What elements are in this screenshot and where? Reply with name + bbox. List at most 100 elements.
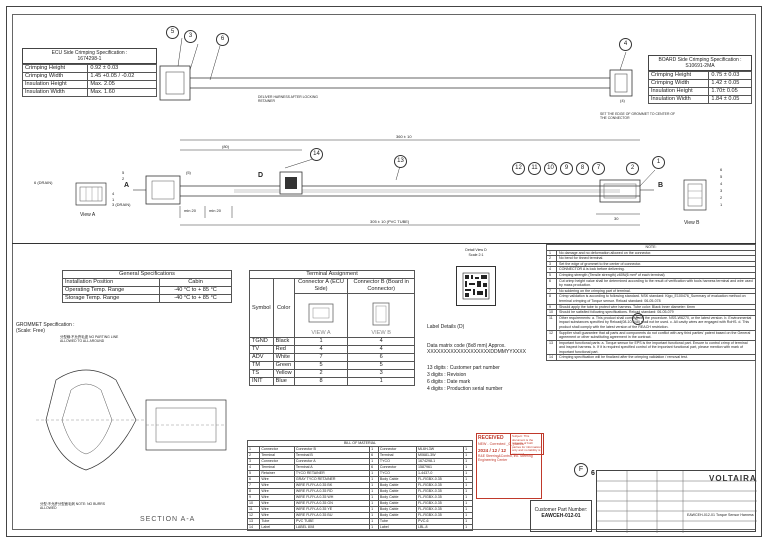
balloon-8: 8 [576,162,589,175]
detail-title: Detail View D [465,248,487,252]
ecu-crimp-spec: ECU Side Crimping Specification : 167429… [21,48,157,97]
pin-label: 1 [112,196,115,202]
dim-5: (5) [186,170,191,175]
terminal-cell: Green [272,361,295,370]
ecu-spec-part: 1674298-1 [77,56,102,62]
terminal-header: Color [272,278,295,338]
connector-a-view-label: VIEW A [311,330,331,336]
received-label: RECEIVED [478,435,504,441]
rev-circle-notes: F [632,313,644,325]
terminal-cell: 2 [293,369,349,378]
bom-cell: 1 [369,524,379,531]
balloon-11: 11 [528,162,541,175]
view-b-pins: 6 5 4 3 2 1 [720,166,722,208]
legend-line: 4 digits : Production serial number [427,386,503,392]
general-spec-label: Installation Position [61,278,161,287]
connector-b-icon [372,302,390,326]
board-spec-value: 1.84 ± 0.05 [708,95,752,104]
note-text: Cut crimp height value shall be determin… [556,277,756,289]
approval-stamp: Subject: This document is the property o… [510,433,544,456]
pin-label: 6 [720,167,723,172]
pin-label: 5 [122,170,125,175]
datamatrix-legend: 13 digits : Customer part number 3 digit… [427,365,503,393]
connector-a-icon [308,303,334,323]
balloon-7: 7 [592,162,605,175]
connector-a-view: VIEW A [293,293,349,338]
view-a-pins-lower: 4 1 3 (DRAIN) [112,191,130,208]
title-block-grid [597,471,757,533]
general-spec-value: Cabin [159,278,232,287]
pin-label: 3 (DRAIN) [112,202,131,207]
detail-scale: Scale 2:1 [468,252,484,257]
balloon-9: 9 [560,162,573,175]
pin-label: 4 [112,191,115,196]
bom-cell: LABEL 8X8 [293,524,371,531]
terminal-header: Connector A (ECU Side) [293,278,349,294]
bom-cell: Label [259,524,295,531]
dim-4: (4) [620,98,625,103]
datamatrix-code-icon [462,272,490,300]
bom-cell: 1 [463,524,473,531]
terminal-assignment: Terminal Assignment Symbol Color Connect… [249,270,415,386]
terminal-cell: Red [272,345,295,354]
terminal-cell: 7 [293,353,349,362]
rev-circle-f: F [574,463,588,477]
note-text: Crimp validation is according to followi… [556,293,756,305]
terminal-cell: 4 [293,345,349,354]
board-spec-title: BOARD Side Crimping Specification : [658,57,742,63]
arrow-b-label: B [658,182,664,189]
grommet-spec-heading: GROMMET Specification : (Scale: Free) [16,322,75,334]
datamatrix-label [456,266,496,306]
terminal-cell: TS [249,369,274,378]
legend-line: 13 digits : Customer part number [427,365,500,371]
customer-part-label: Customer Part Number: [534,507,588,513]
pin-label: 2 [122,175,125,181]
note-text: Crimping specification will be finalized… [556,354,756,362]
terminal-cell: 8 [293,377,349,386]
balloon-3: 3 [184,30,197,43]
terminal-title: Terminal Assignment [249,270,415,279]
view-b-label: View B [684,220,700,226]
dim-pvc: 305 ± 10 (PVC TUBE) [370,219,410,224]
general-spec: General Specifications Installation Posi… [61,270,232,303]
bom-cell: LBL-8 [415,524,465,531]
grommet-note-1: 分型線:不允許毛邊 NO PARTING LINE ALLOWED TO ALL… [60,335,119,343]
dim-min20-b: min 20 [209,208,222,213]
balloon-4: 4 [619,38,632,51]
terminal-cell: TM [249,361,274,370]
received-date: 2024 / 12 / 12 [478,447,507,453]
revision-number: 6 [591,470,595,477]
bom-cell: Label [377,524,417,531]
dim-total: 360 ± 10 [396,134,412,139]
pin-label: 1 [720,202,723,207]
balloon-13: 13 [394,155,407,168]
ecu-spec-label: Insulation Width [21,88,89,97]
board-spec-part: S10691-2MA [685,63,715,69]
grommet-scale: (Scale: Free) [16,328,45,334]
datamatrix-text: Data matrix code (8x8 mm) Approx. XXXXXX… [427,343,526,355]
terminal-header: Symbol [249,278,274,338]
ecu-spec-value: Max. 1.60 [87,88,157,97]
balloon-6: 6 [216,33,229,46]
dim-min20-a: min 20 [184,208,197,213]
note-text: No bend for tinned terminal. [556,255,756,262]
general-spec-label: Storage Temp. Range [61,294,161,303]
pin-label: 5 [720,174,723,179]
received-dept: R&E Steering&Control, Inc. Steering Engi… [478,453,533,462]
legend-line: 6 digits : Date mark [427,379,471,385]
connector-b-view-label: VIEW B [371,330,391,336]
terminal-cell: Yellow [272,369,295,378]
